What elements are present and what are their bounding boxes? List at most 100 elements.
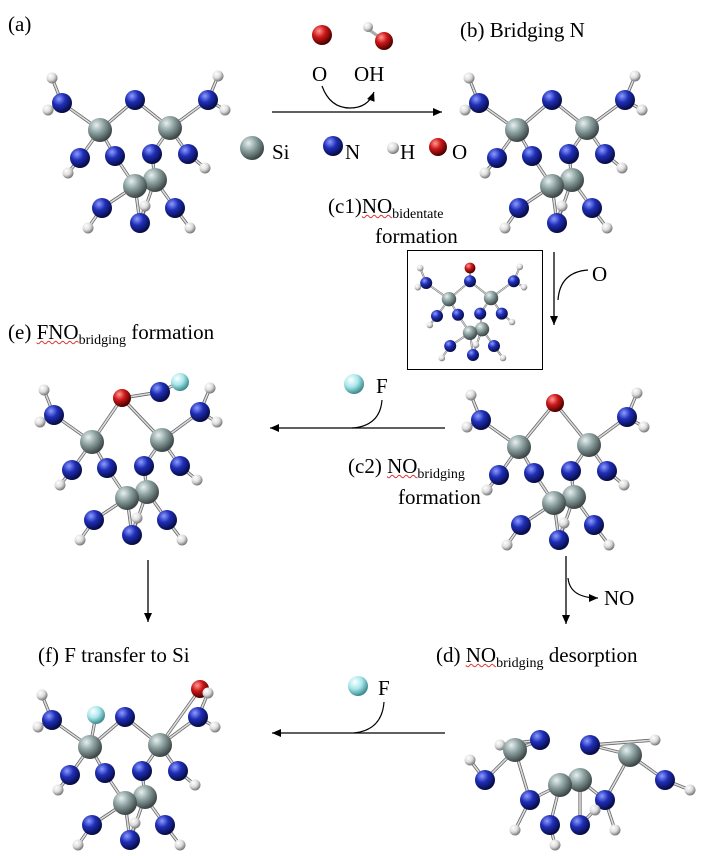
oxygen-atom [113, 389, 131, 407]
nitrogen-atom [130, 213, 150, 233]
nitrogen-atom [62, 460, 82, 480]
hydrogen-atom [176, 534, 188, 546]
molecule-c2 [461, 387, 650, 551]
nitrogen-atom [471, 410, 491, 430]
molecule-d [464, 730, 696, 851]
silicon-atom [474, 322, 490, 337]
hydrogen-atom [219, 104, 231, 116]
silicon-atom [542, 491, 566, 515]
hydrogen-atom [202, 687, 214, 699]
hydrogen-atom [32, 721, 44, 733]
silicon-atom [113, 791, 137, 815]
nitrogen-atom [60, 765, 80, 785]
nitrogen-atom [125, 90, 145, 110]
panel-c1-formation: formation [375, 224, 458, 248]
hydrogen-atom [54, 479, 66, 491]
silicon-atom [618, 743, 642, 767]
panel-f-label: (f) F transfer to Si [38, 643, 190, 667]
bond [589, 739, 656, 746]
hydrogen-atom [34, 416, 46, 428]
silicon-atom [123, 174, 147, 198]
hydrogen-atom [481, 484, 493, 496]
nitrogen-atom [561, 461, 581, 481]
nitrogen-atom [509, 198, 529, 218]
nitrogen-atom [487, 148, 507, 168]
silicon-atom [503, 738, 527, 762]
reactant-o-label: O [312, 62, 328, 86]
silicon-atom [505, 118, 529, 142]
legend-o-label: O [452, 140, 468, 164]
nitrogen-atom [522, 146, 542, 166]
nitrogen-atom [540, 815, 560, 835]
hydrogen-atom [191, 474, 203, 486]
silicon-atom [462, 325, 478, 340]
hydrogen-atom [199, 162, 211, 174]
silicon-atom [133, 785, 157, 809]
curved-arrow-no-out [567, 577, 599, 602]
silicon-atom [483, 290, 499, 306]
molecule-f [32, 680, 221, 851]
nitrogen-atom [580, 735, 600, 755]
hydrogen-atom [129, 817, 141, 829]
curved-arrow-f-bottom [353, 701, 385, 734]
nitrogen-atom [134, 456, 154, 476]
reactant-molecules [312, 22, 393, 50]
molecule-c1 [414, 262, 528, 362]
nitrogen-atom [150, 382, 170, 402]
panel-c2-formation: formation [398, 485, 481, 509]
nitrogen-atom [190, 402, 210, 422]
nitrogen-atom [122, 525, 142, 545]
nitrogen-atom [464, 275, 476, 288]
nitrogen-atom [70, 148, 90, 168]
nitrogen-atom [170, 456, 190, 476]
hydrogen-atom [616, 162, 628, 174]
silicon-atom [78, 735, 102, 759]
nitrogen-atom [157, 510, 177, 530]
hydrogen-atom [139, 200, 151, 212]
hydrogen-atom [52, 784, 64, 796]
nitrogen-atom [615, 90, 635, 110]
hydrogen-atom [631, 387, 643, 399]
hydrogen-atom [72, 839, 84, 851]
nitrogen-atom [105, 146, 125, 166]
hydrogen-atom [414, 283, 422, 291]
panel-b-label: (b) Bridging N [460, 18, 585, 42]
arrow-label-o-in: O [592, 262, 608, 286]
nitrogen-atom [444, 340, 457, 352]
hydrogen-atom [549, 839, 561, 851]
nitrogen-atom [488, 340, 500, 352]
nitrogen-atom [452, 308, 464, 321]
legend-n-label: N [345, 140, 361, 164]
nitrogen-atom [188, 707, 208, 727]
hydrogen-atom [212, 70, 224, 82]
hydrogen-atom [36, 689, 48, 701]
nitrogen-atom [431, 310, 443, 322]
nitrogen-atom [507, 275, 520, 288]
hydrogen-atom [649, 734, 661, 746]
nitrogen-atom [168, 761, 188, 781]
nitrogen-atom [524, 463, 544, 483]
hydrogen-atom [499, 222, 511, 234]
silicon-atom [548, 773, 572, 797]
nitrogen-atom [95, 763, 115, 783]
panel-a-label: (a) [8, 12, 32, 36]
fluorine-atom [87, 706, 105, 724]
hydrogen-atom [74, 534, 86, 546]
nitrogen-atom [467, 349, 479, 361]
legend-si-label: Si [272, 140, 290, 164]
silicon-atom [150, 428, 174, 452]
hydrogen-atom [472, 341, 480, 349]
silicon-atom [540, 174, 564, 198]
hydrogen-atom [684, 784, 696, 796]
nitrogen-atom [115, 707, 135, 727]
panel-c2-label: (c2) NObridging [348, 454, 465, 482]
silicon-atom [562, 485, 586, 509]
legend-h-sphere [387, 142, 399, 154]
arrow-label-f-middle: F [376, 374, 388, 398]
curved-arrow-o-in [557, 269, 589, 301]
hydrogen-atom [211, 416, 223, 428]
silicon-atom [577, 433, 601, 457]
oxygen-atom [464, 262, 476, 274]
hydrogen-atom [499, 354, 507, 362]
hydrogen-atom [520, 283, 528, 291]
